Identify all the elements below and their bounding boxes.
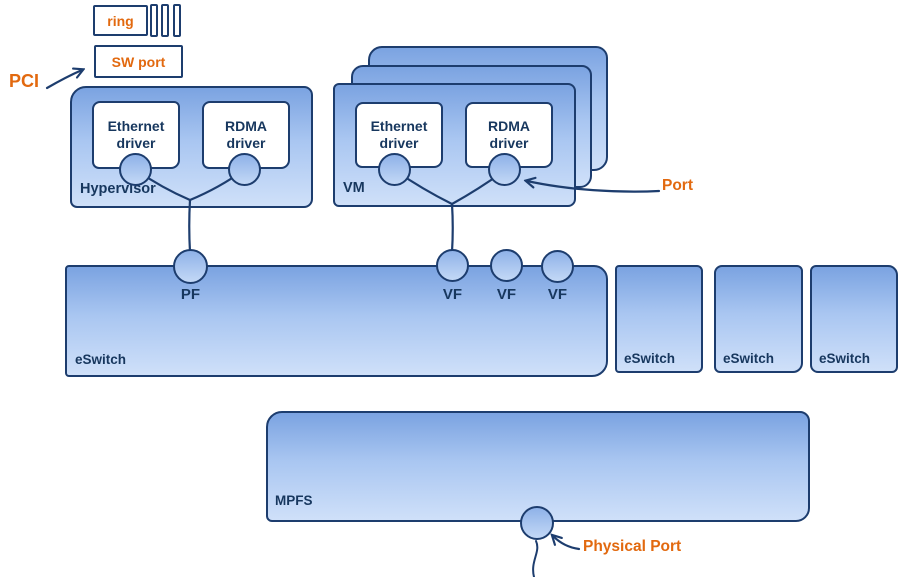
- ring-slat-icon: [150, 4, 158, 37]
- ethernet-driver-label: Ethernet driver: [107, 118, 165, 151]
- physical-port-arrow: [553, 536, 581, 551]
- hypervisor-rdma-port-circle: [228, 153, 261, 186]
- eswitch-label: eSwitch: [75, 352, 127, 367]
- physical-port-circle: [520, 506, 554, 540]
- ethernet-driver-label: Ethernet driver: [370, 118, 428, 151]
- vm-vf-connector-line: [450, 202, 454, 254]
- vf-circle: [490, 249, 523, 282]
- ring-slat-icon: [161, 4, 169, 37]
- vf-label: VF: [442, 286, 463, 303]
- rdma-driver-label: RDMA driver: [488, 118, 530, 151]
- sw-port-label: SW port: [111, 53, 166, 70]
- rdma-driver-label: RDMA driver: [225, 118, 267, 151]
- eswitch-label: eSwitch: [624, 351, 676, 366]
- mpfs-box: MPFS: [266, 411, 810, 522]
- eswitch-box: eSwitch: [810, 265, 898, 373]
- eswitch-box: eSwitch: [714, 265, 803, 373]
- physical-port-label: Physical Port: [583, 538, 682, 555]
- vf-circle: [436, 249, 469, 282]
- eswitch-box: eSwitch: [615, 265, 703, 373]
- mpfs-label: MPFS: [275, 493, 313, 508]
- pf-circle: [173, 249, 208, 284]
- pci-arrow: [45, 70, 82, 90]
- ring-label: ring: [107, 12, 134, 29]
- eswitch-label: eSwitch: [819, 351, 871, 366]
- sw-port-box: SW port: [94, 45, 183, 78]
- vf-label: VF: [547, 286, 568, 303]
- vf-circle: [541, 250, 574, 283]
- eswitch-label: eSwitch: [723, 351, 775, 366]
- eswitch-main-box: eSwitch: [65, 265, 608, 377]
- pf-label: PF: [180, 286, 201, 303]
- vm-rdma-port-circle: [488, 153, 521, 186]
- vm-label: VM: [343, 180, 365, 196]
- ring-slat-icon: [173, 4, 181, 37]
- vm-ethernet-port-circle: [378, 153, 411, 186]
- physical-port-tail-line: [532, 540, 539, 577]
- ring-box: ring: [93, 5, 148, 36]
- hypervisor-ethernet-port-circle: [119, 153, 152, 186]
- vf-label: VF: [496, 286, 517, 303]
- port-label: Port: [662, 177, 693, 194]
- pci-label: PCI: [9, 71, 40, 91]
